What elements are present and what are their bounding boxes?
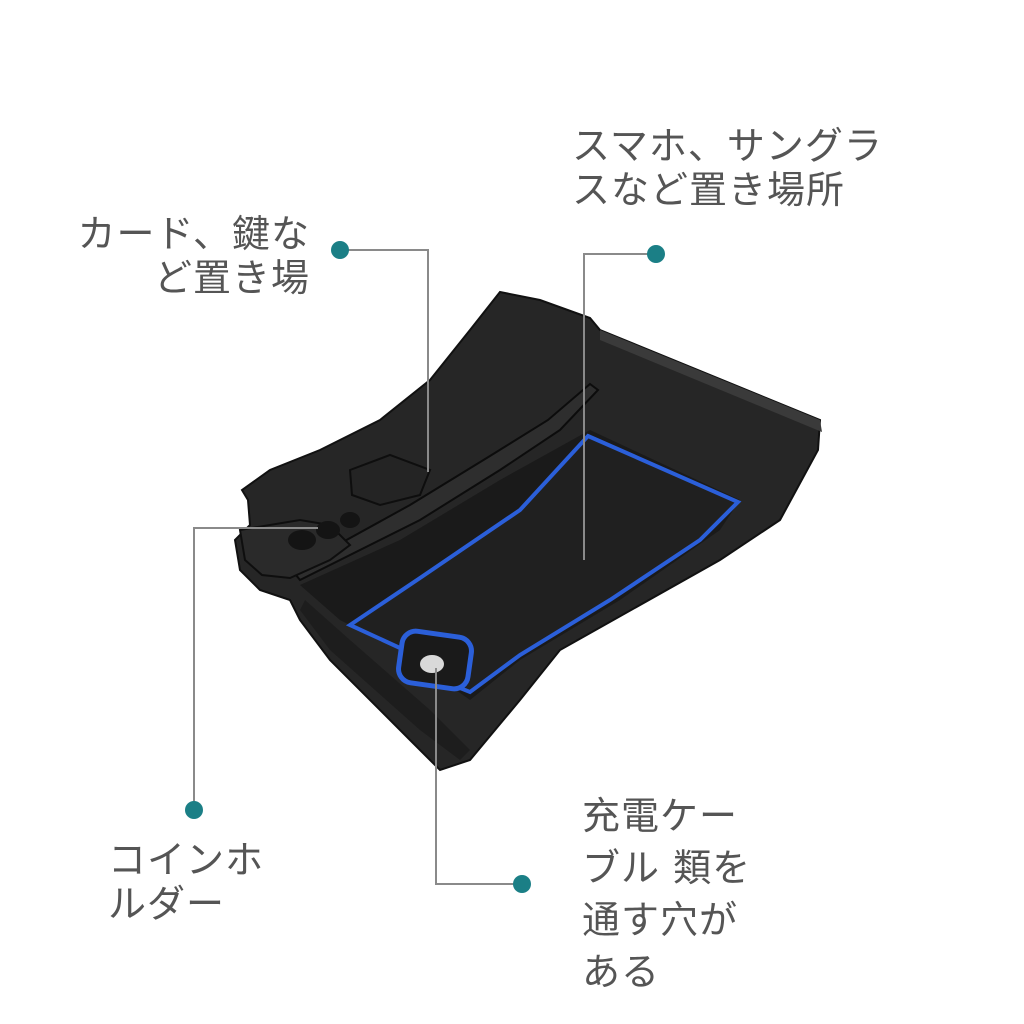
callout-label-card-keys: カード、鍵な ど置き場	[66, 212, 310, 300]
callout-phone-line1: スマホ、サングラ	[572, 124, 883, 168]
callout-dot-coin	[185, 801, 203, 819]
callout-label-coin-holder: コインホ ルダー	[108, 838, 264, 926]
leader-line-phone	[583, 253, 656, 560]
callout-card-line2: ど置き場	[153, 256, 310, 300]
callout-phone-line2: スなど置き場所	[572, 168, 846, 212]
callout-dot-card	[331, 241, 349, 259]
callout-card-line1: カード、鍵な	[77, 212, 310, 256]
callout-label-cable-hole: 充電ケー ブル 類を 通す穴が ある	[582, 790, 751, 998]
leader-line-card	[340, 249, 429, 472]
callout-coin-line1: コインホ	[108, 838, 265, 882]
callout-label-phone-sunglasses: スマホ、サングラ スなど置き場所	[572, 124, 883, 212]
console-tray	[233, 290, 822, 772]
callout-coin-line2: ルダー	[108, 882, 226, 926]
leader-line-cable	[435, 668, 522, 885]
leader-lines	[193, 249, 656, 885]
callout-dot-cable	[513, 875, 531, 893]
callout-dot-phone	[647, 245, 665, 263]
callout-cable-line1: 充電ケー	[582, 794, 739, 838]
callout-cable-line3: 通す穴が	[582, 898, 739, 942]
leader-line-coin	[193, 527, 318, 808]
callout-cable-line4: ある	[582, 950, 661, 994]
callout-cable-line2: ブル 類を	[582, 846, 752, 890]
callout-dots	[185, 241, 665, 893]
